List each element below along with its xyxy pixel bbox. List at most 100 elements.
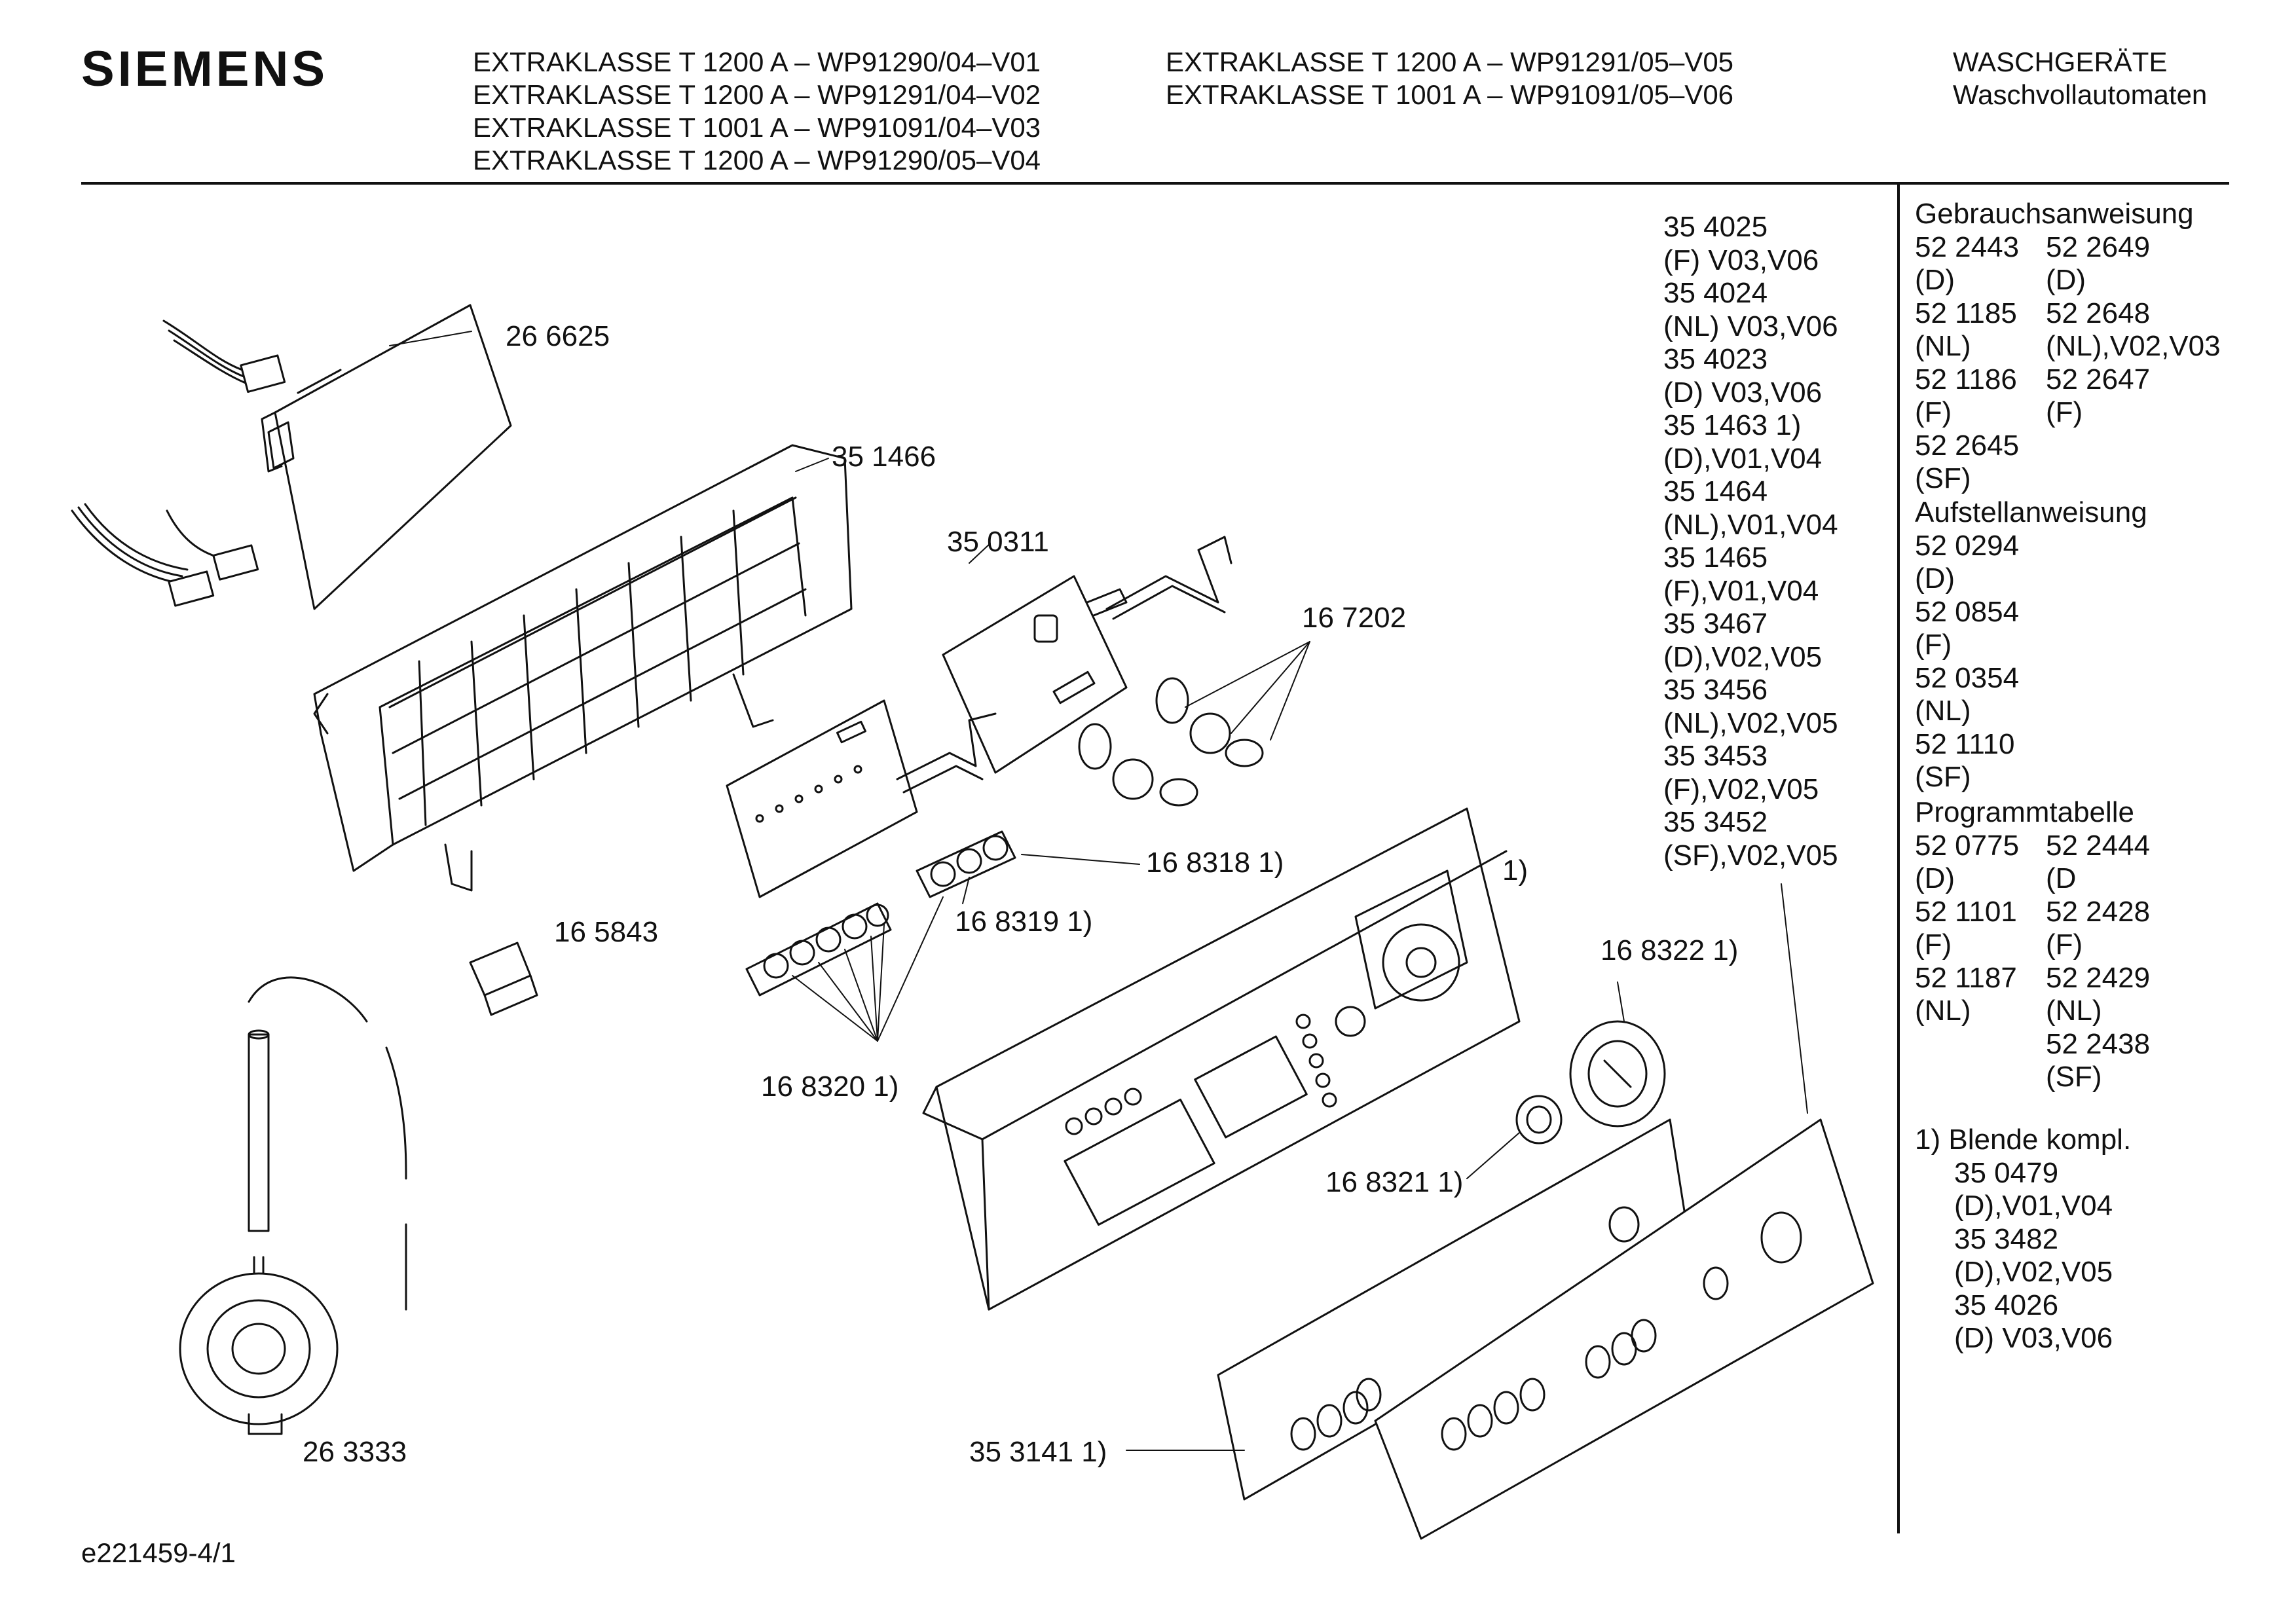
label-fascia-note: 1) xyxy=(1502,854,1528,887)
note-line: (D),V02,V05 xyxy=(1954,1256,2113,1288)
leader-line xyxy=(1185,641,1310,708)
doc-number: 52 0775 xyxy=(1915,829,2020,862)
label-353141: 35 3141 1) xyxy=(969,1436,1107,1468)
doc-number: 52 0354 xyxy=(1915,661,2020,694)
sidebar-divider xyxy=(1897,185,1900,1533)
leader-line xyxy=(818,962,878,1042)
label-350311: 35 0311 xyxy=(947,526,1049,558)
program-knob-part xyxy=(1569,1020,1666,1127)
variant-list: 35 4025 (F) V03,V06 35 4024 (NL) V03,V06… xyxy=(1663,211,1838,872)
label-263333: 26 3333 xyxy=(303,1436,407,1468)
leader-line xyxy=(389,331,472,346)
model-line: EXTRAKLASSE T 1200 A – WP91291/05–V05 xyxy=(1166,46,1734,77)
variant-line: 35 3453 xyxy=(1663,740,1768,772)
variant-line: 35 4024 xyxy=(1663,277,1768,309)
variant-line: (F),V02,V05 xyxy=(1663,773,1819,805)
drawing-id: e221459-4/1 xyxy=(81,1537,236,1568)
switch-part xyxy=(469,942,538,1016)
note-line: 35 0479 xyxy=(1954,1156,2059,1189)
leader-line xyxy=(1021,854,1140,865)
note-line: 35 4026 xyxy=(1954,1289,2059,1321)
small-knob-part xyxy=(1515,1095,1563,1145)
doc-lang: (F) xyxy=(1915,928,1952,961)
doc-lang: (NL),V02,V03 xyxy=(2046,330,2221,362)
doc-number: 52 1185 xyxy=(1915,297,2017,329)
variant-line: (D),V01,V04 xyxy=(1663,442,1823,475)
doc-number: 52 2444 xyxy=(2046,829,2151,862)
model-line: EXTRAKLASSE T 1200 A – WP91290/04–V01 xyxy=(473,46,1041,77)
label-168320: 16 8320 1) xyxy=(761,1071,899,1103)
variant-line: (D) V03,V06 xyxy=(1663,376,1823,409)
variant-line: 35 3452 xyxy=(1663,806,1768,838)
model-line: EXTRAKLASSE T 1001 A – WP91091/05–V06 xyxy=(1166,79,1734,110)
doc-lang: (F) xyxy=(2046,396,2083,428)
display-pcb-part xyxy=(726,699,997,898)
doc-number: 52 0294 xyxy=(1915,529,2020,562)
cover-plate-part xyxy=(71,304,512,610)
doc-lang: (D) xyxy=(1915,264,1955,296)
doc-lang: (NL) xyxy=(1915,995,1971,1027)
leader-line xyxy=(969,543,991,564)
leader-line xyxy=(1617,981,1625,1022)
model-list-2: EXTRAKLASSE T 1200 A – WP91291/05–V05 EX… xyxy=(1166,46,1733,111)
doc-number: 52 1101 xyxy=(1915,895,2017,928)
variant-line: 35 3467 xyxy=(1663,608,1768,640)
doc-lang: (NL) xyxy=(2046,995,2102,1027)
variant-line: 35 1463 1) xyxy=(1663,409,1802,441)
doc-lang: (F) xyxy=(2046,928,2083,961)
variant-line: 35 3456 xyxy=(1663,674,1768,706)
note-title: 1) Blende kompl. xyxy=(1915,1124,2132,1156)
doc-note: 1) Blende kompl. 35 0479 (D),V01,V04 35 … xyxy=(1915,1124,2131,1355)
fascia-panel-part xyxy=(922,807,1521,1311)
doc-number: 52 2429 xyxy=(2046,961,2151,994)
category-block: WASCHGERÄTE Waschvollautomaten xyxy=(1953,46,2207,111)
leader-line xyxy=(1231,641,1310,734)
label-165843: 16 5843 xyxy=(554,916,659,948)
leader-line xyxy=(877,924,885,1042)
overlay-panels-part xyxy=(1217,1118,1874,1540)
leader-line xyxy=(870,936,878,1042)
label-168322: 16 8322 1) xyxy=(1601,934,1739,966)
doc-number: 52 2438 xyxy=(2046,1027,2151,1060)
category-subtitle: Waschvollautomaten xyxy=(1953,79,2208,110)
doc-lang: (F) xyxy=(1915,629,1952,661)
doc-lang: (D) xyxy=(1915,862,1955,894)
leader-line xyxy=(792,975,878,1042)
note-line: (D),V01,V04 xyxy=(1954,1190,2113,1222)
doc-lang: (NL) xyxy=(1915,330,1971,362)
button-strip-part xyxy=(745,830,1016,997)
model-line: EXTRAKLASSE T 1200 A – WP91290/05–V04 xyxy=(473,145,1041,175)
variant-line: (NL),V02,V05 xyxy=(1663,706,1838,739)
category-title: WASCHGERÄTE xyxy=(1953,46,2168,77)
variant-line: (NL),V01,V04 xyxy=(1663,508,1838,541)
doc-number: 52 1187 xyxy=(1915,961,2017,994)
leader-line xyxy=(877,896,944,1042)
note-line: 35 3482 xyxy=(1954,1222,2059,1255)
variant-line: 35 4025 xyxy=(1663,211,1768,243)
header-divider xyxy=(81,182,2229,185)
label-168318: 16 8318 1) xyxy=(1146,847,1284,879)
note-line: (D) V03,V06 xyxy=(1954,1322,2113,1354)
doc-lang: (SF) xyxy=(1915,462,1971,494)
model-line: EXTRAKLASSE T 1200 A – WP91291/04–V02 xyxy=(473,79,1041,110)
doc-lang: (NL) xyxy=(1915,695,1971,727)
doc-lang: (D xyxy=(2046,862,2077,894)
model-line: EXTRAKLASSE T 1001 A – WP91091/04–V03 xyxy=(473,112,1041,143)
label-351466: 35 1466 xyxy=(832,441,936,473)
doc-lang: (F) xyxy=(1915,396,1952,428)
pressure-switch-part xyxy=(179,976,407,1435)
variant-line: (F) V03,V06 xyxy=(1663,244,1819,276)
leader-line xyxy=(1270,641,1310,741)
label-167202: 16 7202 xyxy=(1302,602,1407,634)
doc-lang: (D) xyxy=(2046,264,2086,296)
variant-line: 35 1465 xyxy=(1663,541,1768,574)
variant-line: 35 4023 xyxy=(1663,343,1768,375)
doc-number: 52 2645 xyxy=(1915,429,2020,462)
control-frame-part xyxy=(313,444,853,892)
variant-line: (D),V02,V05 xyxy=(1663,640,1823,673)
knob-springs-part xyxy=(1078,677,1264,807)
leader-line xyxy=(1466,1132,1520,1179)
pcb-part xyxy=(942,536,1232,774)
